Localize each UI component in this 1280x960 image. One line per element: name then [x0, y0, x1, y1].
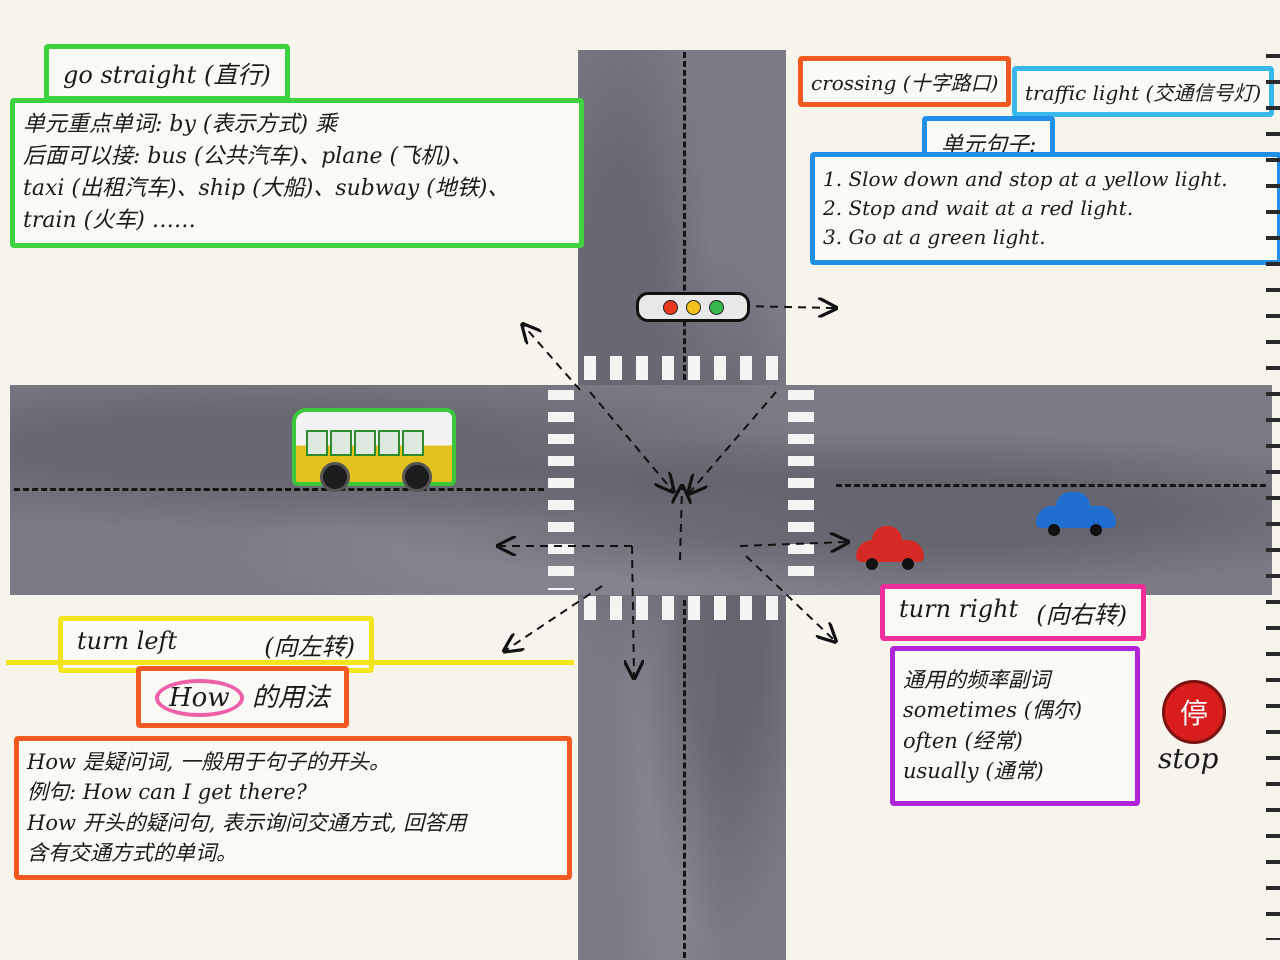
turn-right-text: turn right — [899, 595, 1019, 623]
sentence-line-2: 2. Stop and wait at a red light. — [823, 196, 1134, 220]
arrow-down-left — [506, 585, 603, 650]
adverb-line-2: often (经常) — [903, 728, 1023, 753]
stop-label: stop — [1158, 742, 1219, 775]
road-center-line-top — [683, 52, 686, 380]
turn-left-cn: (向左转) — [264, 633, 355, 661]
go-straight-title: go straight (直行) — [44, 44, 290, 101]
go-straight-line-3: taxi (出租汽车)、ship (大船)、subway (地铁)、 — [23, 175, 510, 201]
zebra-crossing-left — [548, 390, 574, 590]
arrow-up-left — [524, 326, 581, 391]
how-circle: How — [155, 679, 244, 717]
how-usage-title: How 的用法 — [136, 666, 349, 728]
arrow-straight-up — [680, 488, 682, 561]
zebra-crossing-top — [584, 356, 780, 380]
turn-right-cn: (向右转) — [1036, 601, 1128, 629]
how-line-3: How 开头的疑问句, 表示询问交通方式, 回答用 — [27, 810, 467, 835]
adverbs-title: 通用的频率副词 — [903, 668, 1050, 692]
arrow-down-right — [745, 555, 834, 640]
yellow-lamp-icon — [685, 299, 701, 315]
adverbs-box: 通用的频率副词 sometimes (偶尔) often (经常) usuall… — [890, 646, 1140, 806]
bus-drawing — [292, 408, 456, 492]
sentences-box: 1. Slow down and stop at a yellow light.… — [810, 152, 1280, 265]
turn-right-label: turn right (向右转) — [880, 584, 1147, 641]
road-center-line-left — [14, 488, 544, 491]
sentence-line-1: 1. Slow down and stop at a yellow light. — [823, 167, 1228, 191]
arrow-diag-a — [589, 391, 672, 490]
turn-left-text: turn left — [77, 627, 178, 655]
road-center-line-right — [836, 484, 1266, 487]
crossing-label: crossing (十字路口) — [798, 56, 1012, 107]
blue-car-drawing — [1036, 492, 1116, 536]
how-usage-title-text: 的用法 — [251, 683, 330, 713]
how-line-2: 例句: How can I get there? — [27, 780, 307, 805]
arrow-diag-b — [690, 391, 777, 492]
go-straight-line-2: 后面可以接: bus (公共汽车)、plane (飞机)、 — [23, 143, 473, 169]
zebra-crossing-right — [788, 390, 814, 580]
sentence-line-3: 3. Go at a green light. — [823, 225, 1046, 249]
go-straight-notes: 单元重点单词: by (表示方式) 乘 后面可以接: bus (公共汽车)、pl… — [10, 98, 584, 248]
arrow-down — [632, 545, 634, 676]
how-line-4: 含有交通方式的单词。 — [27, 841, 237, 866]
traffic-light-label: traffic light (交通信号灯) — [1012, 66, 1275, 117]
road-center-line-bottom — [683, 600, 686, 958]
stop-sign-icon: 停 — [1162, 680, 1226, 744]
go-straight-line-1: 单元重点单词: by (表示方式) 乘 — [23, 112, 338, 137]
traffic-light-drawing — [636, 292, 750, 322]
green-lamp-icon — [708, 299, 724, 315]
red-car-drawing — [856, 526, 924, 570]
notebook-spiral — [1266, 40, 1280, 940]
arrow-up-right — [741, 306, 834, 308]
adverb-line-3: usually (通常) — [903, 759, 1044, 784]
red-lamp-icon — [662, 299, 678, 315]
arrow-right — [739, 542, 846, 546]
how-line-1: How 是疑问词, 一般用于句子的开头。 — [27, 750, 390, 774]
how-usage-notes: How 是疑问词, 一般用于句子的开头。 例句: How can I get t… — [14, 736, 572, 880]
adverb-line-1: sometimes (偶尔) — [903, 698, 1083, 723]
zebra-crossing-bottom — [584, 596, 780, 620]
turn-left-underline — [6, 660, 574, 665]
go-straight-line-4: train (火车) …… — [23, 207, 196, 233]
